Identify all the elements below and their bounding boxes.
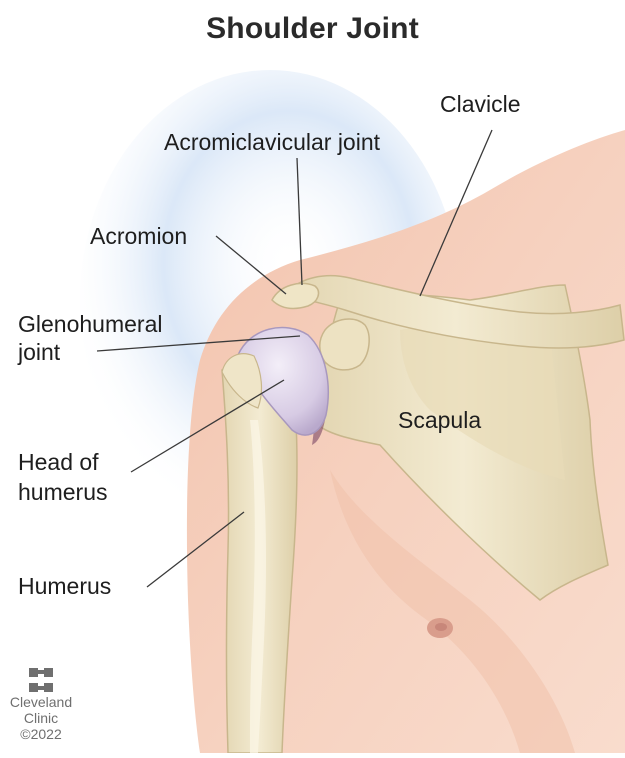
label-humerus: Humerus bbox=[18, 572, 111, 600]
label-clavicle: Clavicle bbox=[440, 90, 521, 118]
diagram-title: Shoulder Joint bbox=[0, 12, 625, 46]
brand-year: ©2022 bbox=[4, 726, 78, 742]
nipple-center bbox=[435, 623, 447, 631]
label-head-of-humerus-line1: Head of bbox=[18, 448, 99, 476]
label-acromioclavicular-joint: Acromiclavicular joint bbox=[164, 128, 380, 156]
label-acromion: Acromion bbox=[90, 222, 187, 250]
cleveland-clinic-logo-icon bbox=[29, 668, 53, 692]
brand-name-line1: Cleveland bbox=[4, 694, 78, 710]
brand-name-line2: Clinic bbox=[4, 710, 78, 726]
label-head-of-humerus-line2: humerus bbox=[18, 478, 107, 506]
brand-block: Cleveland Clinic ©2022 bbox=[4, 694, 78, 742]
coracoid-process bbox=[320, 319, 369, 370]
label-glenohumeral-line1: Glenohumeral bbox=[18, 310, 162, 338]
label-scapula: Scapula bbox=[398, 406, 481, 434]
label-glenohumeral-line2: joint bbox=[18, 338, 60, 366]
